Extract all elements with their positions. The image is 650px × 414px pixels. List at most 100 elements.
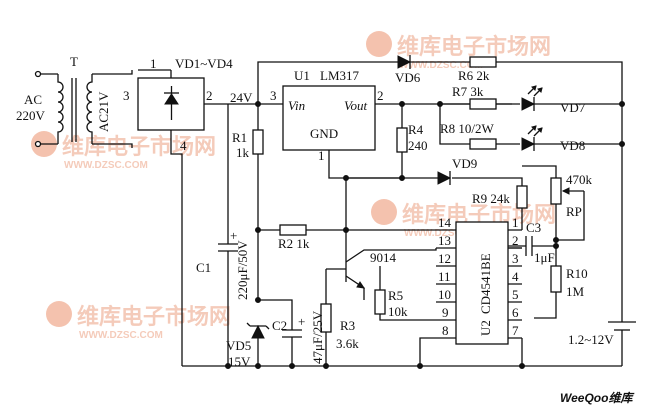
r4-value: 240 <box>408 138 428 153</box>
vd8-label: VD8 <box>560 138 585 153</box>
c2-value: 47μF/25V <box>310 310 325 364</box>
ic-pin-9: 9 <box>442 305 449 320</box>
resistor-r4: R4 240 <box>396 122 428 178</box>
u1-label: U1 <box>294 68 310 83</box>
r2-label: R2 1k <box>278 236 310 251</box>
led-vd7: VD7 <box>521 85 622 115</box>
battery-voltage: 1.2~12V <box>568 332 614 347</box>
footer-text: WeeQoo维库 <box>560 391 634 405</box>
footer-logo: WeeQoo维库 <box>560 391 634 405</box>
ic-pin-13: 13 <box>438 233 451 248</box>
vd6-label: VD6 <box>395 70 421 85</box>
r4-label: R4 <box>408 122 424 137</box>
u1-pin1: 1 <box>318 148 325 163</box>
ic-pin-7: 7 <box>512 323 519 338</box>
bridge-rectifier: 1 3 2 4 VD1~VD4 24V <box>92 56 253 366</box>
c1-value: 220μF/50V <box>235 240 250 300</box>
ac-voltage-label: 220V <box>16 108 46 123</box>
c1-label: C1 <box>196 260 211 275</box>
gnd-label: GND <box>310 126 338 141</box>
ic-pin-10: 10 <box>438 287 451 302</box>
secondary-voltage-label: AC21V <box>96 91 111 132</box>
bridge-pin1: 1 <box>150 56 157 71</box>
watermark-brand-1: 维库电子市场网 <box>62 134 216 159</box>
resistor-r8: R8 10/2W <box>439 104 520 150</box>
vd9-label: VD9 <box>452 156 477 171</box>
resistor-r7: R7 3k <box>440 84 520 110</box>
watermark-brand-4: 维库电子市场网 <box>77 304 231 329</box>
watermark-url-3: WWW.DZSC.COM <box>404 228 488 239</box>
u1-pin2: 2 <box>377 88 384 103</box>
transformer-label: T <box>70 54 78 69</box>
resistor-r9: R9 24k <box>472 185 528 220</box>
ic-pin-5: 5 <box>512 287 519 302</box>
ic-pin-3: 3 <box>512 251 519 266</box>
lm317-label: LM317 <box>320 68 360 83</box>
ac-input: AC 220V <box>16 70 58 148</box>
watermark-brand-2: 维库电子市场网 <box>397 34 551 59</box>
ic-pin-2: 2 <box>512 233 519 248</box>
svg-text:+: + <box>298 314 305 329</box>
vd7-label: VD7 <box>560 100 586 115</box>
vd5-value: 15V <box>228 354 251 369</box>
top-rail <box>257 61 623 322</box>
rp-value: 470k <box>566 172 593 187</box>
r1-value: 1k <box>236 145 250 160</box>
r3-label: R3 <box>340 318 355 333</box>
bridge-pin2: 2 <box>206 88 213 103</box>
r10-label: R10 <box>566 266 588 281</box>
r9-label: R9 24k <box>472 191 510 206</box>
watermark-url-2: WWW.DZSC.COM <box>399 60 483 71</box>
r5-label: R5 <box>388 288 403 303</box>
resistor-r2: R2 1k <box>258 224 436 251</box>
vin-label: Vin <box>288 98 305 113</box>
regulator-u1: U1 LM317 Vin Vout GND 3 2 1 <box>270 68 384 163</box>
r7-label: R7 3k <box>452 84 484 99</box>
vout-label: Vout <box>344 98 368 113</box>
capacitor-c1: + C1 220μF/50V <box>196 104 250 366</box>
ic-u2-right-pins: 1 2 3 4 5 6 7 <box>508 215 523 339</box>
adj-wire <box>328 150 402 179</box>
battery: 1.2~12V <box>568 321 636 366</box>
u2-label: U2 <box>478 320 493 336</box>
zener-vd5: VD5 15V <box>226 299 293 369</box>
resistor-r3: R3 3.6k <box>320 303 359 366</box>
watermark-url-4: WWW.DZSC.COM <box>79 330 163 341</box>
r5-value: 10k <box>388 304 408 319</box>
bridge-label: VD1~VD4 <box>175 56 233 71</box>
ic-pin-11: 11 <box>438 269 451 284</box>
q-label: 9014 <box>370 250 397 265</box>
v24-label: 24V <box>230 90 253 105</box>
r1-label: R1 <box>232 130 247 145</box>
r3-value: 3.6k <box>336 336 359 351</box>
watermark-url-1: WWW.DZSC.COM <box>64 160 148 171</box>
ac-label: AC <box>24 92 42 107</box>
potentiometer-rp: 470k RP <box>522 165 593 246</box>
resistor-r5: R5 10k <box>374 266 436 321</box>
ic-u2-left-pins: 14 13 12 11 10 9 8 <box>436 215 456 339</box>
resistor-r6: R6 2k <box>458 56 497 83</box>
vd5-label: VD5 <box>226 338 251 353</box>
ic-pin-8: 8 <box>442 323 449 338</box>
diode-vd9: VD9 <box>346 156 523 186</box>
transistor-9014: 9014 <box>325 178 437 304</box>
ic-pin-1: 1 <box>512 215 519 230</box>
c2-label: C2 <box>272 318 287 333</box>
svg-text:+: + <box>230 228 237 243</box>
capacitor-c3: C3 1μF <box>508 220 556 265</box>
ic-pin-6: 6 <box>512 305 519 320</box>
r10-value: 1M <box>566 284 585 299</box>
ic-pin-12: 12 <box>438 251 451 266</box>
cd4541-label: CD4541BE <box>478 253 493 314</box>
r6-label: R6 2k <box>458 68 490 83</box>
resistor-r10: R10 1M <box>534 246 588 319</box>
ic-pin-4: 4 <box>512 269 519 284</box>
r8-label: R8 10/2W <box>440 121 495 136</box>
u1-pin3: 3 <box>270 88 277 103</box>
c3-value: 1μF <box>534 250 555 265</box>
ic-u2: U2 CD4541BE <box>455 221 509 345</box>
rp-label: RP <box>566 204 582 219</box>
pin8-gnd <box>419 337 436 366</box>
diode-vd6: VD6 <box>395 55 421 85</box>
